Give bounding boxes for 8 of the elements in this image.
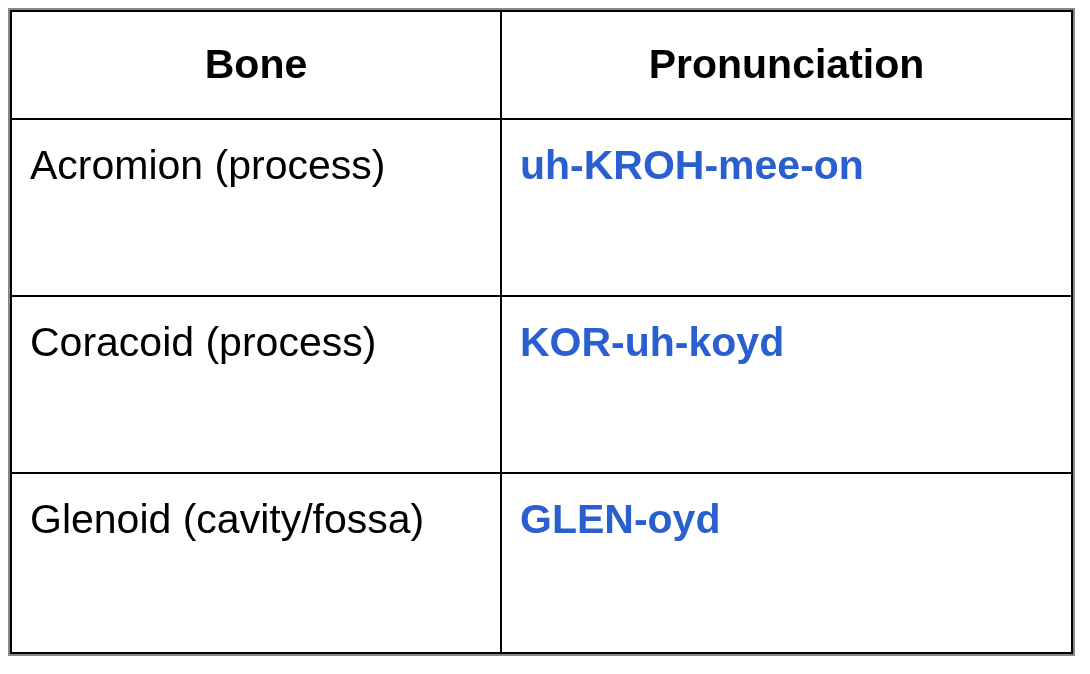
pronunciation: GLEN-oyd [520, 496, 721, 544]
bone-name: Glenoid (cavity/fossa) [30, 496, 425, 544]
bone-name: Acromion (process) [30, 142, 386, 190]
bone-name: Coracoid (process) [30, 319, 377, 367]
column-header: Bone [204, 41, 308, 89]
pronunciation: uh-KROH-mee-on [520, 142, 864, 190]
pronunciation: KOR-uh-koyd [520, 319, 785, 367]
column-header: Pronunciation [648, 41, 925, 89]
